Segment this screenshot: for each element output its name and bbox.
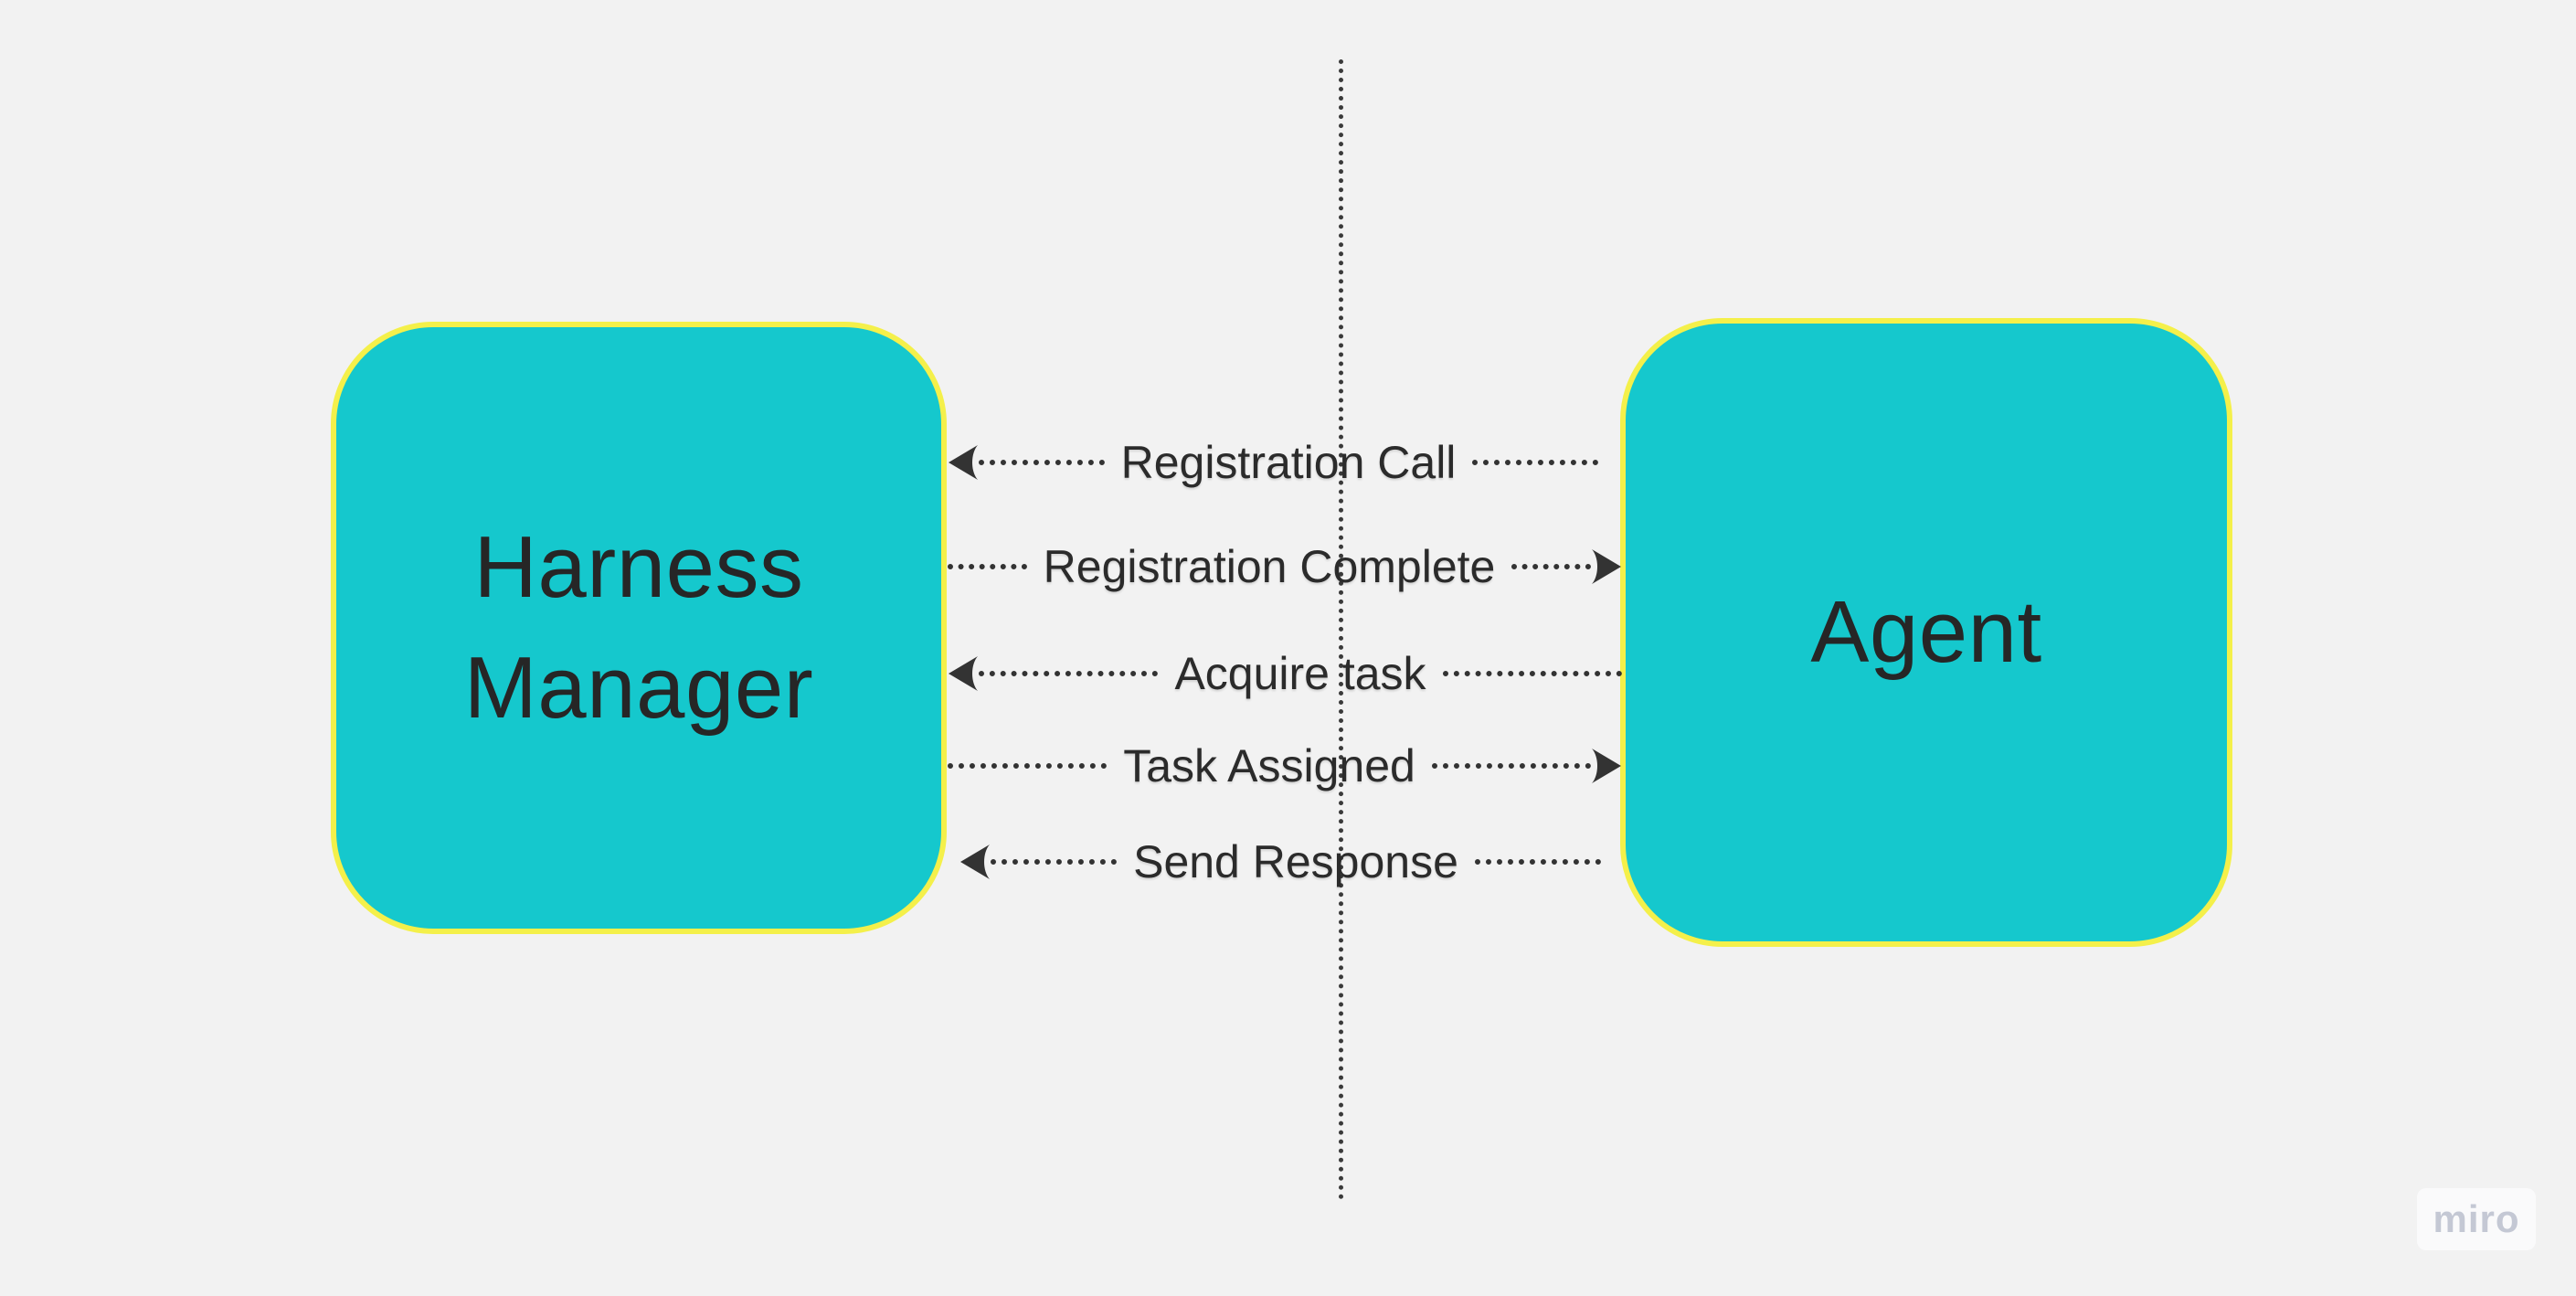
dotted-line-segment bbox=[1472, 460, 1599, 465]
node-harness-manager[interactable]: Harness Manager bbox=[331, 322, 947, 934]
dotted-line-segment bbox=[979, 460, 1105, 465]
connector-acquire-task[interactable]: Acquire task bbox=[948, 644, 1622, 703]
miro-watermark[interactable]: miro bbox=[2417, 1188, 2536, 1250]
dotted-line-segment bbox=[991, 859, 1118, 865]
miro-logo: miro bbox=[2433, 1197, 2520, 1240]
connector-task-assigned[interactable]: Task Assigned bbox=[948, 737, 1622, 795]
connector-label: Send Response bbox=[1133, 836, 1458, 887]
dotted-line-segment bbox=[1442, 671, 1622, 676]
dotted-line-segment bbox=[948, 763, 1108, 769]
dotted-line-segment bbox=[948, 564, 1027, 569]
connector-registration-complete[interactable]: Registration Complete bbox=[948, 537, 1622, 596]
connector-registration-call[interactable]: Registration Call bbox=[948, 433, 1622, 492]
connector-label: Task Assigned bbox=[1123, 740, 1415, 791]
dotted-line-segment bbox=[1474, 859, 1601, 865]
arrow-right-icon bbox=[1592, 749, 1622, 783]
lifeline-divider bbox=[1339, 59, 1343, 1200]
node-agent-label: Agent bbox=[1810, 582, 2042, 681]
connector-label: Registration Call bbox=[1120, 437, 1457, 488]
connector-label: Acquire task bbox=[1174, 648, 1426, 699]
dotted-line-segment bbox=[1511, 564, 1591, 569]
arrow-right-icon bbox=[1592, 549, 1621, 584]
arrow-left-icon bbox=[949, 656, 978, 691]
connector-send-response[interactable]: Send Response bbox=[959, 833, 1601, 891]
arrow-left-icon bbox=[949, 445, 978, 480]
node-agent[interactable]: Agent bbox=[1620, 318, 2232, 947]
dotted-line-segment bbox=[979, 671, 1159, 676]
dotted-line-segment bbox=[1431, 763, 1592, 769]
connector-label: Registration Complete bbox=[1043, 541, 1496, 592]
node-harness-manager-label: Harness Manager bbox=[463, 517, 814, 737]
arrow-left-icon bbox=[960, 845, 990, 879]
